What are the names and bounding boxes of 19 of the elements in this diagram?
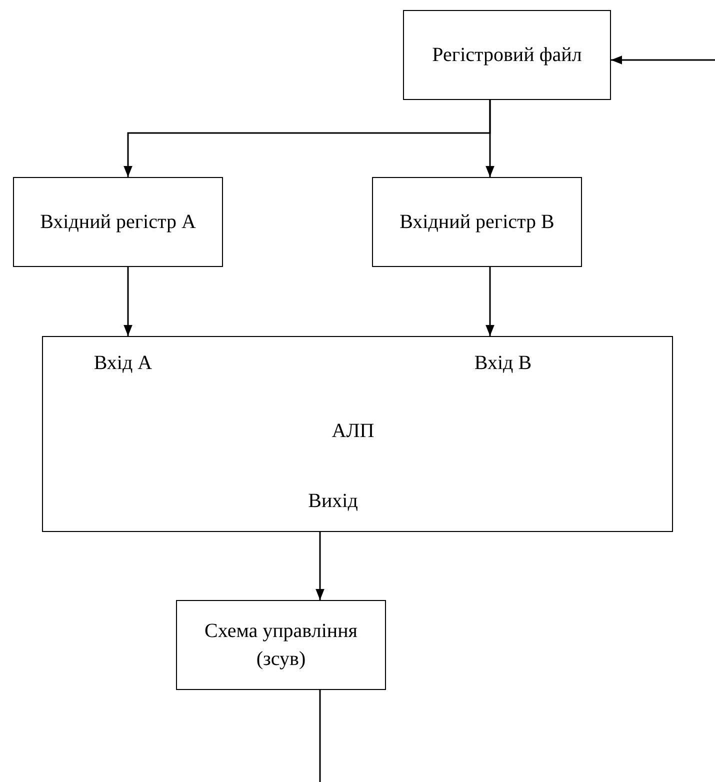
arrow: [486, 100, 494, 177]
arrow: [611, 56, 715, 64]
node-label: Вхідний регістр В: [398, 210, 556, 235]
connector-line: [319, 690, 321, 782]
node-label: Регістровий файл: [431, 43, 583, 68]
node-label: Вхідний регістр А: [39, 210, 197, 235]
node-label: Схема управління (зсув): [203, 619, 359, 672]
input-label: Вхід В: [473, 351, 533, 376]
input-register-box: [372, 177, 582, 267]
arrow: [124, 267, 132, 336]
output-label: Вихід: [307, 489, 359, 514]
alu-label: АЛП: [330, 419, 376, 444]
register-file-box: [403, 10, 611, 100]
input-label: Вхід А: [92, 351, 154, 376]
arrow: [486, 267, 494, 336]
control-circuit-box: [176, 600, 386, 690]
alu-box: [42, 336, 673, 532]
input-register-box: [13, 177, 223, 267]
arrow: [316, 532, 324, 600]
